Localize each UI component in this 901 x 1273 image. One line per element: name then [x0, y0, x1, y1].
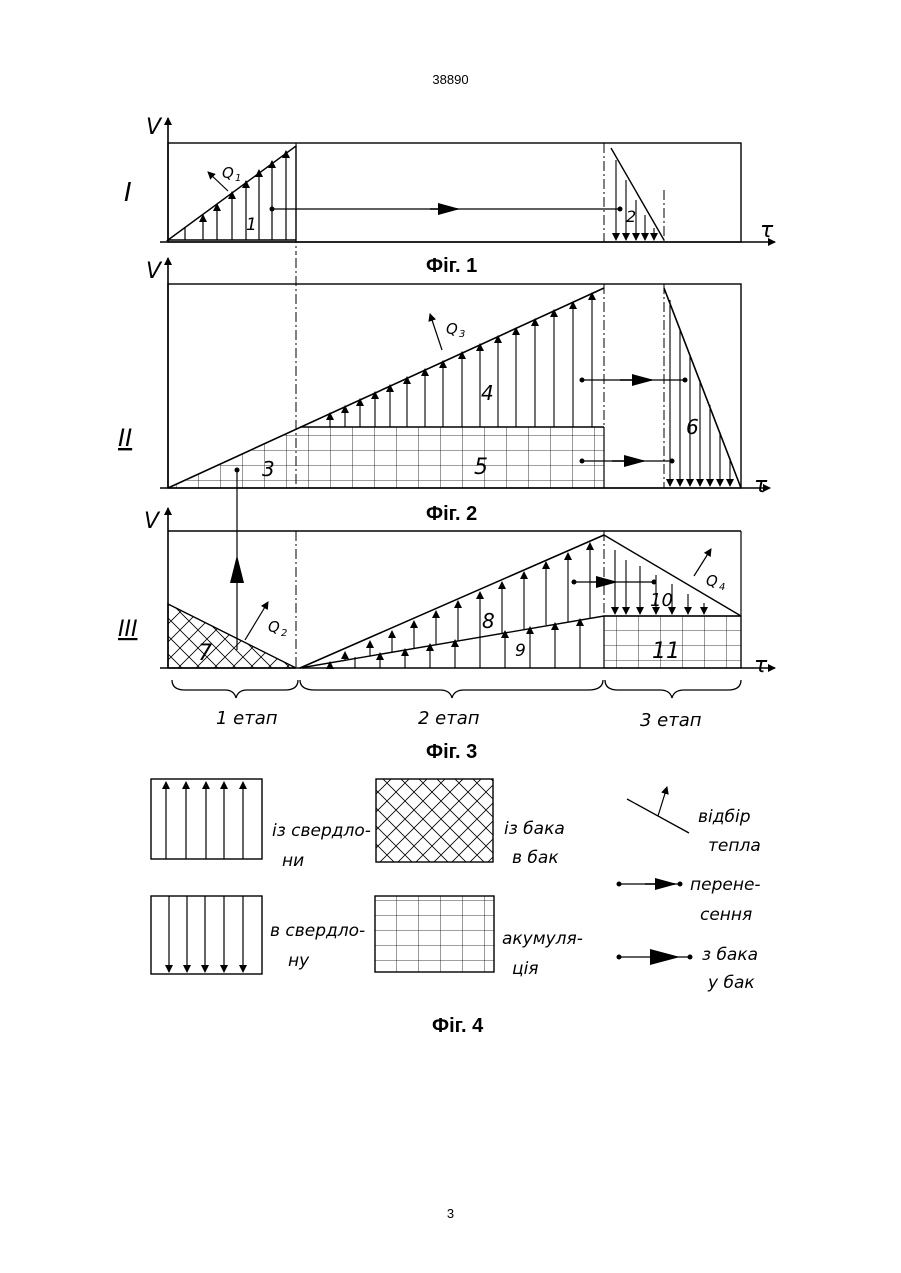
legend-from-wells-line1: із свердло-	[272, 821, 371, 841]
legend-from-tank-line1: із бака	[504, 819, 565, 839]
stage-3-label: 3 етап	[640, 710, 702, 731]
legend-from-wells-line2: ни	[282, 851, 304, 871]
legend-from-tank-line2: в бак	[512, 848, 559, 868]
area-label-10: 10	[650, 590, 673, 611]
legend-heat-extraction-line1: відбір	[698, 807, 751, 827]
flow-label-q: Q	[222, 164, 234, 182]
roman-numeral-i: I	[124, 178, 132, 208]
legend-to-wells-line2: ну	[288, 951, 310, 971]
legend-transfer-line1: перене-	[690, 875, 761, 895]
x-axis-label: τ	[754, 473, 768, 498]
legend-tank-to-tank-line1: з бака	[702, 945, 758, 965]
figure-4-legend: із свердло- ни із бака в бак відбір тепл…	[151, 779, 761, 1037]
flow-label-sub: 3	[459, 329, 465, 340]
figure-1-caption: Фіг. 1	[426, 255, 477, 277]
x-axis-label: τ	[760, 218, 774, 243]
area-label-1: 1	[246, 215, 257, 235]
legend-accumulation-line2: ція	[512, 959, 539, 979]
area-label-4: 4	[481, 381, 494, 405]
roman-numeral-ii: II	[118, 424, 132, 452]
y-axis-label: V	[144, 509, 161, 534]
flow-label-q4: Q	[706, 572, 718, 590]
flow-label-q2-sub: 2	[281, 628, 287, 639]
stage-1-label: 1 етап	[216, 708, 278, 729]
stage-2-label: 2 етап	[418, 708, 480, 729]
roman-numeral-iii: III	[118, 617, 137, 642]
y-axis-label: V	[146, 259, 163, 284]
area-label-6: 6	[686, 415, 699, 439]
flow-label-q4-sub: 4	[719, 582, 725, 593]
figure-2: Q 3 4 3 5 6 V τ II Фіг. 2	[118, 258, 770, 525]
legend-transfer-line2: сення	[700, 905, 752, 925]
area-label-5: 5	[474, 455, 488, 480]
area-label-9: 9	[515, 641, 526, 661]
flow-label-q2: Q	[268, 618, 280, 636]
area-label-8: 8	[482, 609, 495, 633]
figure-2-caption: Фіг. 2	[426, 503, 477, 525]
legend-tank-to-tank-line2: у бак	[707, 973, 755, 993]
figure-3-caption: Фіг. 3	[426, 741, 477, 763]
figure-4-caption: Фіг. 4	[432, 1015, 484, 1037]
area-label-7: 7	[198, 641, 212, 666]
area-label-2: 2	[626, 207, 636, 226]
area-label-3: 3	[262, 457, 275, 481]
page-number: 3	[0, 1206, 901, 1221]
flow-label-sub: 1	[235, 173, 241, 184]
flow-label-q: Q	[446, 320, 458, 338]
legend-accumulation-line1: акумуля-	[502, 929, 583, 949]
x-axis-label: τ	[754, 653, 768, 678]
y-axis-label: V	[146, 115, 163, 140]
figure-1: Q 1 1 2 V τ I Фіг. 1	[124, 115, 775, 277]
legend-to-wells-line1: в свердло-	[270, 921, 365, 941]
area-label-11: 11	[652, 639, 680, 664]
legend-heat-extraction-line2: тепла	[708, 836, 761, 856]
